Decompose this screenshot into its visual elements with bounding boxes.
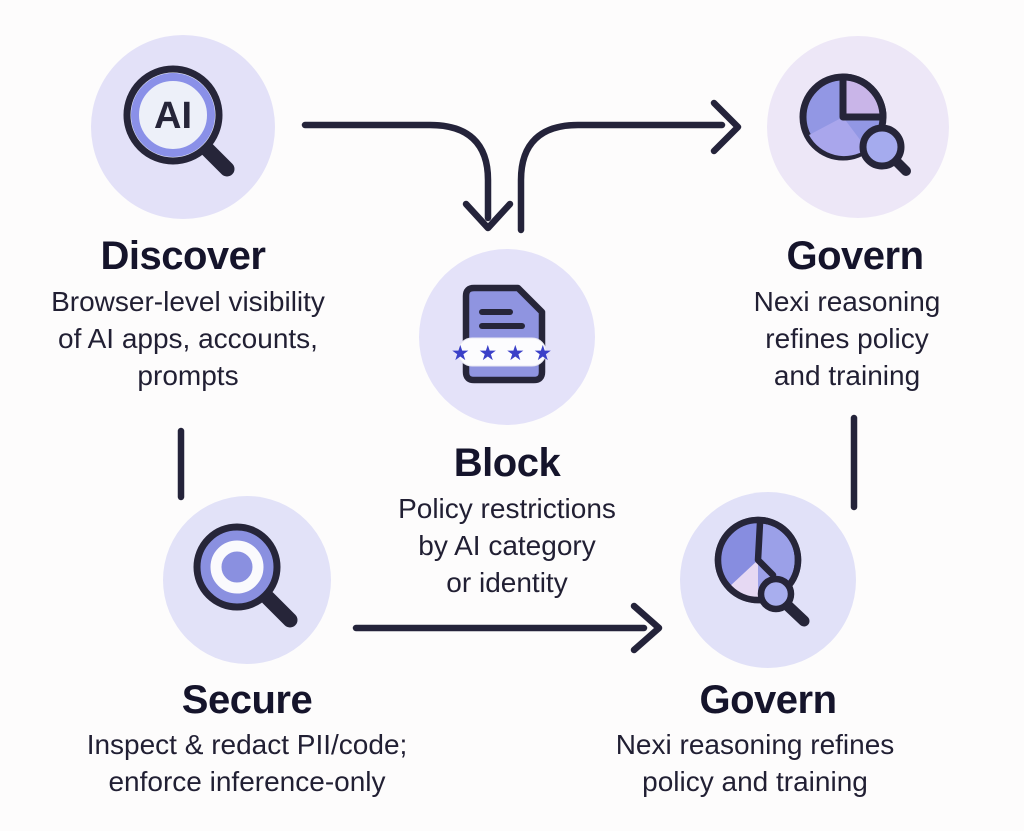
arrowhead-right-top [710,99,742,155]
pie-clock-search-icon [714,516,810,627]
discover-description: Browser-level visibility of AI apps, acc… [51,286,325,391]
starred-document-icon: ★ ★ ★ ★ [451,284,553,384]
govern-bottom-description: Nexi reasoning refines policy and traini… [615,729,895,797]
svg-text:AI: AI [154,95,192,137]
arrowhead-down [462,200,514,232]
discover-title: Discover [100,234,266,278]
arrow-discover-to-block [301,121,492,222]
inspect-search-icon [193,523,298,628]
star-rating: ★ ★ ★ ★ [451,341,553,365]
govern-top-title: Govern [786,234,924,278]
secure-title: Secure [181,678,313,722]
block-title: Block [453,441,561,485]
ai-search-icon: AI [123,65,235,177]
govern-top-description: Nexi reasoning refines policy and traini… [753,286,941,391]
pie-chart-search-icon [799,73,911,176]
arrowhead-right-bottom [630,602,663,654]
govern-bottom-title: Govern [699,678,837,722]
arrow-block-to-govern [517,121,726,234]
block-description: Policy restrictions by AI category or id… [398,493,616,598]
secure-description: Inspect & redact PII/code; enforce infer… [86,729,408,797]
